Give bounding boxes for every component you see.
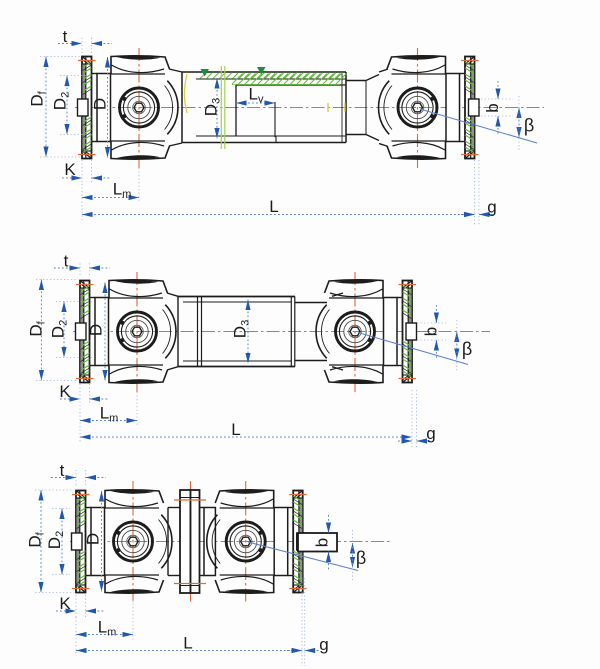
svg-text:b: b: [313, 538, 332, 547]
svg-text:g: g: [487, 198, 496, 217]
svg-text:Lm: Lm: [98, 618, 117, 639]
svg-text:K: K: [64, 160, 76, 179]
svg-text:Df: Df: [28, 90, 49, 106]
svg-text:g: g: [319, 635, 328, 654]
svg-text:D2: D2: [45, 531, 66, 549]
svg-text:Df: Df: [27, 320, 48, 336]
svg-text:D3: D3: [202, 98, 223, 116]
svg-text:β: β: [356, 548, 366, 568]
svg-text:K: K: [59, 594, 71, 613]
svg-text:Lm: Lm: [113, 180, 132, 201]
svg-text:Lv: Lv: [249, 85, 264, 106]
svg-text:L: L: [231, 420, 240, 439]
svg-text:t: t: [60, 461, 65, 480]
svg-text:D3: D3: [231, 320, 252, 338]
svg-text:D: D: [87, 324, 106, 336]
svg-text:L: L: [269, 197, 278, 216]
svg-text:t: t: [64, 252, 69, 271]
svg-text:t: t: [63, 27, 68, 46]
svg-text:D2: D2: [49, 320, 70, 338]
svg-text:D: D: [84, 533, 103, 545]
svg-text:Lm: Lm: [100, 404, 119, 425]
svg-text:β: β: [524, 116, 534, 136]
svg-text:Df: Df: [26, 531, 47, 547]
svg-text:g: g: [426, 424, 435, 443]
svg-text:D: D: [91, 98, 110, 110]
svg-text:K: K: [59, 382, 71, 401]
svg-text:L: L: [183, 634, 192, 653]
svg-text:b: b: [483, 103, 502, 112]
svg-text:b: b: [422, 327, 441, 336]
svg-text:β: β: [462, 339, 472, 359]
svg-text:D2: D2: [51, 92, 72, 110]
